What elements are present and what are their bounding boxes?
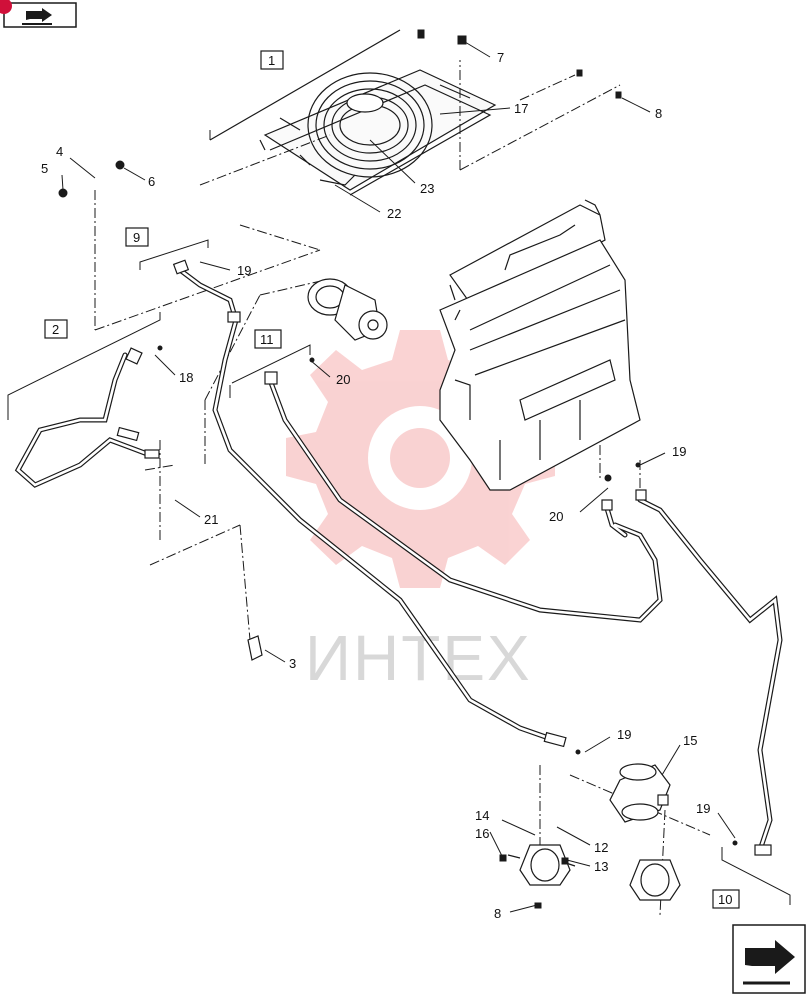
leader-lines — [94, 60, 711, 916]
callout-box-1: 1 — [260, 50, 284, 70]
fasteners — [58, 29, 738, 909]
watermark-text: ИНТЕХ — [305, 622, 532, 694]
callout-23: 23 — [420, 181, 434, 196]
receiver-drier — [609, 763, 671, 823]
fittings — [116, 259, 772, 856]
callout-19: 19 — [237, 263, 251, 278]
callout-17: 17 — [514, 101, 528, 116]
clamps — [507, 844, 681, 901]
callout-18: 18 — [179, 370, 193, 385]
callout-20: 20 — [336, 372, 350, 387]
callout-numbers: 7 8 17 23 22 4 5 6 19 18 20 21 3 20 19 1… — [41, 50, 710, 921]
callout-4: 4 — [56, 144, 63, 159]
callout-box-9: 9 — [125, 227, 149, 247]
svg-text:9: 9 — [133, 230, 140, 245]
bracket-lines — [7, 130, 791, 905]
callout-6: 6 — [148, 174, 155, 189]
callout-16: 16 — [475, 826, 489, 841]
callout-box-11: 11 — [254, 329, 282, 349]
svg-text:2: 2 — [52, 322, 59, 337]
callout-12: 12 — [594, 840, 608, 855]
condenser-fan-assembly — [209, 29, 497, 196]
callout-15: 15 — [683, 733, 697, 748]
previous-page-button[interactable] — [0, 0, 77, 28]
arrow-right-icon — [22, 8, 52, 25]
callout-8: 8 — [655, 106, 662, 121]
next-page-button[interactable] — [732, 924, 806, 994]
callout-5: 5 — [41, 161, 48, 176]
callout-22: 22 — [387, 206, 401, 221]
callout-19b: 19 — [672, 444, 686, 459]
svg-text:1: 1 — [268, 53, 275, 68]
svg-text:11: 11 — [260, 332, 274, 347]
callout-8b: 8 — [494, 906, 501, 921]
callout-19c: 19 — [617, 727, 631, 742]
callout-box-10: 10 — [712, 889, 740, 909]
callout-7: 7 — [497, 50, 504, 65]
callout-13: 13 — [594, 859, 608, 874]
arrow-right-icon — [743, 940, 795, 985]
callout-box-2: 2 — [44, 319, 68, 339]
callout-3: 3 — [289, 656, 296, 671]
callout-21: 21 — [204, 512, 218, 527]
callout-14: 14 — [475, 808, 489, 823]
svg-text:10: 10 — [718, 892, 732, 907]
callout-19d: 19 — [696, 801, 710, 816]
hvac-box — [439, 199, 641, 491]
compressor — [307, 278, 388, 341]
callout-leaders — [61, 41, 736, 913]
badge-dot — [0, 0, 12, 14]
callout-20b: 20 — [549, 509, 563, 524]
hoses-inner — [16, 268, 782, 852]
